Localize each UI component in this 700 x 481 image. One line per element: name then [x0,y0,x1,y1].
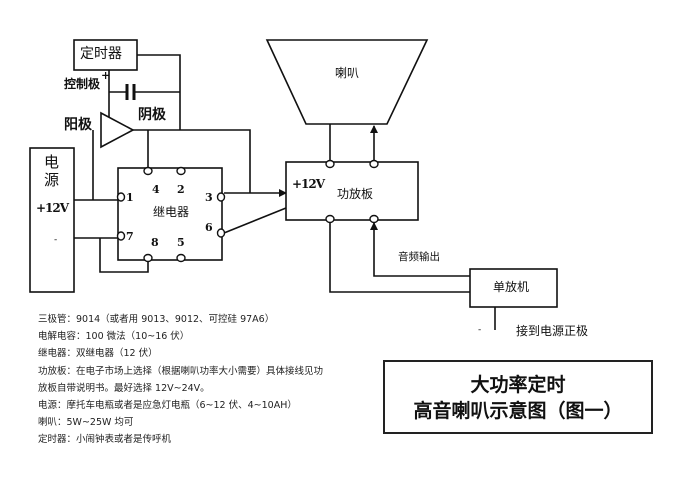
minus-mark: - [478,325,482,335]
power-label-1: 电 [44,153,60,171]
to-positive-label: 接到电源正极 [516,324,589,338]
relay-pin-4 [143,166,153,176]
relay-pin-label-6: 6 [205,221,213,234]
note-line: 功放板：在电子市场上选择（根据喇叭功率大小需要）具体接线见功 [38,365,324,377]
power-box [29,147,75,293]
relay-pin-2 [176,166,186,176]
timer-box [73,39,138,71]
wire-cathode-out [133,129,251,193]
note-line: 喇叭：5W~25W 均可 [38,417,134,429]
single-player-label: 单放机 [493,280,530,294]
relay-pin-label-1: 1 [126,191,134,204]
note-line: 放板自带说明书。最好选择 12V~24V。 [38,382,210,394]
power-plus-label: +12V [36,201,69,215]
amp-board-label: 功放板 [337,187,374,201]
speaker-shape [265,39,429,125]
power-minus-label: - [54,235,58,245]
audio-out-label: 音频输出 [398,251,440,263]
note-line: 电源：摩托车电瓶或者是应急灯电瓶（6~12 伏、4~10AH） [38,400,297,412]
relay-pin-label-4: 4 [152,183,160,196]
component-notes: 三极管：9014（或者用 9013、9012、可控硅 97A6） 电解电容：10… [38,311,323,449]
relay-pin-6 [216,228,226,238]
relay-pin-label-2: 2 [177,183,185,196]
relay-pin-3 [216,192,226,202]
amp-plus-label: +12V [292,177,325,191]
note-line: 继电器：双继电器（12 伏） [38,348,158,360]
relay-box [117,167,223,261]
relay-pin-label-5: 5 [177,236,185,249]
note-line: 电解电容：100 微法（10~16 伏） [38,331,190,343]
relay-pin-5 [176,253,186,263]
speaker-label: 喇叭 [335,66,360,80]
timer-label: 定时器 [80,46,122,62]
transistor-symbol [100,111,135,149]
anode-label: 阳极 [64,117,92,133]
relay-pin-8 [143,253,153,263]
single-player-box [469,268,558,308]
relay-label: 继电器 [153,205,190,219]
title-line-1: 大功率定时 [470,374,566,396]
cathode-label: 阴极 [138,107,166,123]
title-line-2: 高音喇叭示意图（图一） [413,400,623,422]
note-line: 三极管：9014（或者用 9013、9012、可控硅 97A6） [38,314,275,325]
power-label-2: 源 [44,171,60,189]
relay-pin-1 [116,192,126,202]
relay-pin-7 [116,231,126,241]
relay-pin-label-7: 7 [126,230,134,243]
relay-pin-label-3: 3 [205,191,213,204]
wire-timer-cathode [137,54,181,130]
title-box: 大功率定时 高音喇叭示意图（图一） [383,360,653,434]
amp-board-box [285,161,419,221]
relay-pin-label-8: 8 [151,236,159,249]
timer-plus: + [101,69,111,82]
note-line: 定时器：小闹钟表或者是传呼机 [38,434,172,446]
control-pole-label: 控制极 [64,77,101,91]
